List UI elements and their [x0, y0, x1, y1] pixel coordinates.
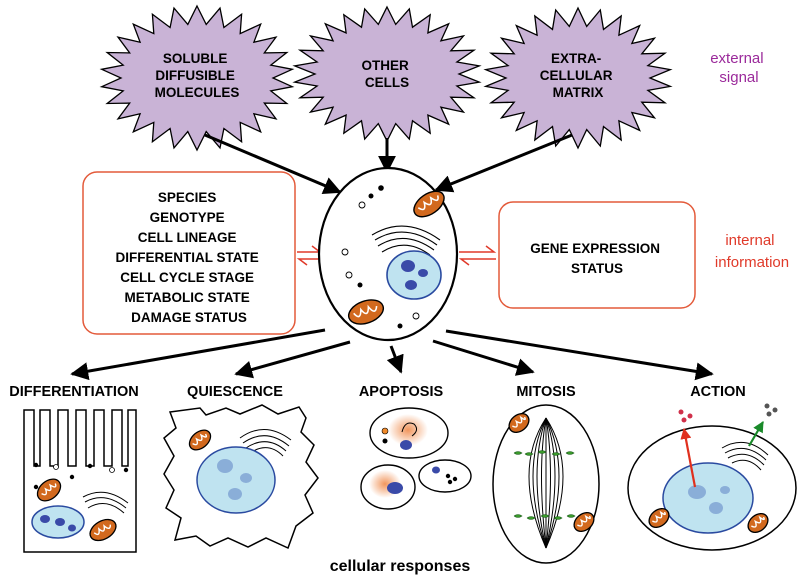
vesicle	[381, 427, 389, 435]
signal-soluble-text: SOLUBLE DIFFUSIBLE MOLECULES	[155, 51, 240, 100]
nucleolus	[709, 502, 723, 514]
nucleolus	[40, 515, 50, 523]
chromosomes	[513, 450, 576, 520]
spindle-fibers	[528, 417, 564, 549]
apoptosis-cells	[360, 407, 472, 510]
mitochondrion-icon	[89, 518, 117, 542]
golgi-icon	[371, 225, 441, 256]
nucleolus	[55, 518, 65, 526]
mitosis-cell	[492, 404, 600, 564]
condensed-nucleus	[432, 466, 440, 474]
signal-extracellular-matrix: EXTRA- CELLULAR MATRIX	[483, 6, 673, 150]
internal-left-list: SPECIES GENOTYPE CELL LINEAGE DIFFERENTI…	[115, 190, 262, 325]
arrow-soluble-to-cell	[204, 133, 342, 194]
mitochondrion-icon	[573, 511, 595, 533]
arrow-to-action	[445, 329, 714, 381]
arrow-to-apoptosis	[386, 345, 404, 374]
internal-right-box	[498, 201, 696, 309]
mitochondrion-icon	[747, 512, 769, 534]
response-label-mitosis: MITOSIS	[516, 384, 576, 400]
nucleus	[196, 446, 276, 514]
central-cell	[317, 166, 459, 342]
signal-other-cells: OTHER CELLS	[292, 5, 482, 143]
nucleolus	[418, 269, 428, 277]
vesicle	[109, 467, 115, 473]
nucleus	[662, 462, 754, 534]
mitochondrion-icon	[188, 429, 212, 451]
differentiation-cell	[23, 409, 137, 553]
vesicle	[445, 473, 451, 479]
vesicle	[378, 185, 384, 191]
secretion-arrow-green	[748, 421, 764, 447]
nucleolus	[68, 524, 76, 532]
vesicle	[87, 463, 93, 469]
arrow-to-quiescence	[234, 340, 351, 379]
nucleolus	[401, 260, 415, 272]
nucleolus	[720, 486, 730, 494]
golgi-icon	[82, 491, 129, 514]
star-shape	[483, 6, 673, 150]
vesicle	[33, 462, 39, 468]
signal-arrows	[204, 133, 573, 194]
vesicle	[345, 271, 353, 279]
internal-right-text: GENE EXPRESSION STATUS	[530, 241, 664, 276]
mitochondrion-icon	[508, 412, 530, 434]
vesicle	[358, 201, 366, 209]
vesicle	[33, 484, 39, 490]
internal-left-box	[82, 171, 296, 335]
signal-ecm-text: EXTRA- CELLULAR MATRIX	[540, 51, 617, 100]
nucleolus	[405, 280, 417, 290]
external-signal-caption: external signal	[710, 50, 768, 86]
vesicle	[447, 479, 453, 485]
arrow-to-mitosis	[432, 339, 535, 376]
vesicle	[69, 474, 75, 480]
mitochondrion-icon	[648, 507, 670, 529]
vesicle	[53, 464, 59, 470]
nucleolus	[228, 488, 242, 500]
star-shape	[99, 4, 295, 152]
nucleolus	[688, 485, 706, 499]
signal-soluble-molecules: SOLUBLE DIFFUSIBLE MOLECULES	[99, 4, 295, 152]
arrow-ecm-to-cell	[434, 133, 573, 193]
signal-other-cells-text: OTHER CELLS	[361, 58, 412, 90]
mitochondrion-icon	[36, 478, 62, 502]
nucleus	[386, 250, 442, 300]
condensed-nucleus	[400, 440, 412, 450]
vesicle	[452, 476, 458, 482]
orange-blotch	[388, 414, 428, 446]
apoptotic-body	[418, 459, 472, 493]
response-label-differentiation: DIFFERENTIATION	[9, 384, 138, 400]
action-cell	[627, 403, 797, 551]
response-label-apoptosis: APOPTOSIS	[359, 384, 444, 400]
response-label-quiescence: QUIESCENCE	[187, 384, 283, 400]
nucleolus	[217, 459, 233, 473]
equilibrium-right-icon	[458, 245, 497, 266]
secreted-molecules-gray	[764, 403, 778, 417]
vesicle	[123, 467, 129, 473]
star-shape	[292, 5, 482, 143]
internal-information-caption: internal information	[715, 232, 789, 271]
condensed-nucleus	[387, 482, 403, 494]
vesicle	[397, 323, 403, 329]
response-arrows	[70, 328, 714, 381]
vesicle	[341, 248, 349, 256]
mitochondrion-icon	[347, 299, 385, 325]
quiescence-cell	[163, 404, 319, 550]
response-label-action: ACTION	[690, 384, 746, 400]
secretion-arrow-red	[680, 427, 697, 488]
vesicle	[357, 282, 363, 288]
cellular-responses-caption: cellular responses	[330, 558, 471, 575]
nucleolus	[240, 473, 252, 483]
vesicle	[412, 312, 420, 320]
vesicle	[368, 193, 374, 199]
vesicle	[382, 438, 388, 444]
golgi-icon	[721, 441, 769, 471]
golgi-icon	[239, 429, 292, 457]
arrow-to-differentiation	[70, 328, 326, 381]
fragmented-organelle	[401, 422, 418, 437]
mitochondrion-icon	[413, 190, 445, 218]
secreted-molecules-red	[678, 409, 693, 423]
